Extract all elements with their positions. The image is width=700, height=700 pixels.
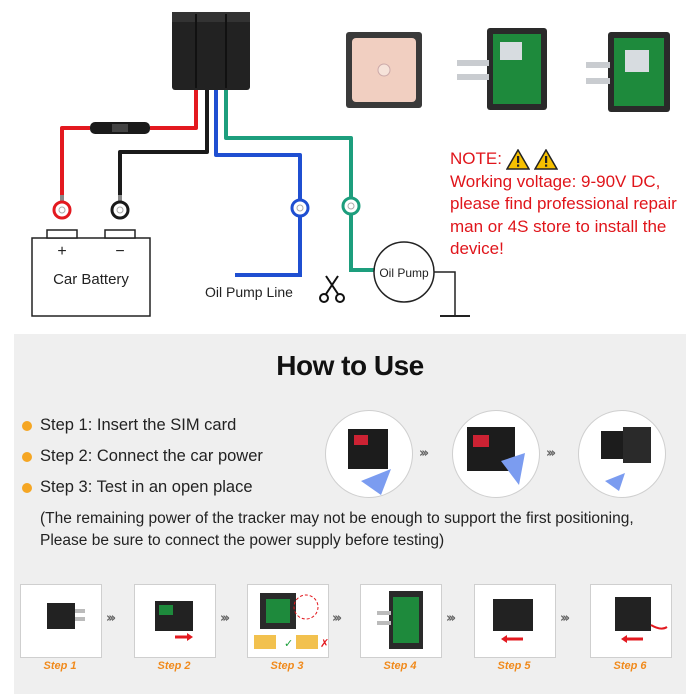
note-text: Working voltage: 9-90V DC, please find p… (450, 171, 677, 259)
chevron-right-icon: ››› (419, 446, 429, 461)
green-wire (224, 90, 353, 198)
red-wire (150, 90, 198, 130)
warning-triangle-icon (505, 148, 530, 170)
bullet-icon (22, 451, 32, 462)
step-text: Step 1: Insert the SIM card (40, 416, 237, 434)
pcb-photo-2 (586, 32, 670, 112)
step-label: Step 4 (383, 660, 417, 672)
chevron-right-icon: ››› (446, 611, 456, 626)
chevron-right-icon: ››› (220, 611, 230, 626)
battery-minus-label: − (115, 243, 124, 260)
blue-wire (214, 90, 302, 200)
chevron-right-icon: ››› (546, 446, 556, 461)
bullet-icon (22, 482, 32, 493)
step-photo-6 (590, 584, 672, 658)
remark-text: (The remaining power of the tracker may … (40, 510, 634, 549)
step-photo-3: ✓✗ (247, 584, 329, 658)
step-photo-1 (20, 584, 102, 658)
note-title: NOTE: (450, 149, 502, 168)
chevron-right-icon: ››› (106, 611, 116, 626)
pcb-photo-1 (457, 28, 547, 110)
step-photo-2 (134, 584, 216, 658)
scissors-icon (319, 275, 345, 303)
insert-sim-photo-1 (325, 410, 413, 498)
relay-device-image (172, 12, 250, 90)
insert-sim-photo-2 (452, 410, 540, 498)
red-wire-battery (60, 126, 90, 195)
car-battery: + − Car Battery (31, 229, 151, 317)
step-item: Step 3: Test in an open place (22, 478, 253, 497)
note-title-row: NOTE: (450, 148, 695, 171)
oil-pump-line-label: Oil Pump Line (205, 284, 293, 300)
step-photo-5 (474, 584, 556, 658)
chevron-right-icon: ››› (560, 611, 570, 626)
svg-text:✓: ✓ (284, 637, 293, 650)
ring-terminal-red (52, 195, 72, 220)
black-wire (118, 90, 209, 195)
step-label: Step 6 (613, 660, 647, 672)
oil-pump: Oil Pump (373, 241, 470, 317)
step-label: Step 5 (497, 660, 531, 672)
step-label: Step 3 (270, 660, 304, 672)
wiring-diagram: + − Car Battery Oil Pump Line Oil Pump (31, 12, 670, 317)
step-label: Step 1 (43, 660, 77, 672)
warning-triangle-icon (533, 148, 558, 170)
ring-terminal-green (341, 196, 361, 216)
step-label: Step 2 (157, 660, 191, 672)
svg-text:✗: ✗ (320, 637, 328, 650)
ring-terminal-black (110, 195, 130, 220)
insert-sim-photo-3 (578, 410, 666, 498)
warning-note: NOTE: Working voltage: 9-90V DC, please … (450, 148, 695, 261)
how-to-use-title: How to Use (276, 350, 424, 381)
step-item: Step 2: Connect the car power (22, 447, 263, 466)
how-to-use-panel (14, 334, 686, 694)
step-photo-4 (360, 584, 442, 658)
battery-plus-label: + (57, 243, 66, 260)
oil-pump-label: Oil Pump (379, 266, 429, 280)
fuse (90, 122, 150, 134)
bullet-icon (22, 420, 32, 431)
chevron-right-icon: ››› (332, 611, 342, 626)
step-text: Step 3: Test in an open place (40, 478, 253, 496)
step-item: Step 1: Insert the SIM card (22, 416, 236, 435)
step-text: Step 2: Connect the car power (40, 447, 263, 465)
ring-terminal-blue (290, 198, 310, 218)
gps-antenna-photo (346, 32, 422, 108)
battery-label: Car Battery (53, 271, 129, 288)
